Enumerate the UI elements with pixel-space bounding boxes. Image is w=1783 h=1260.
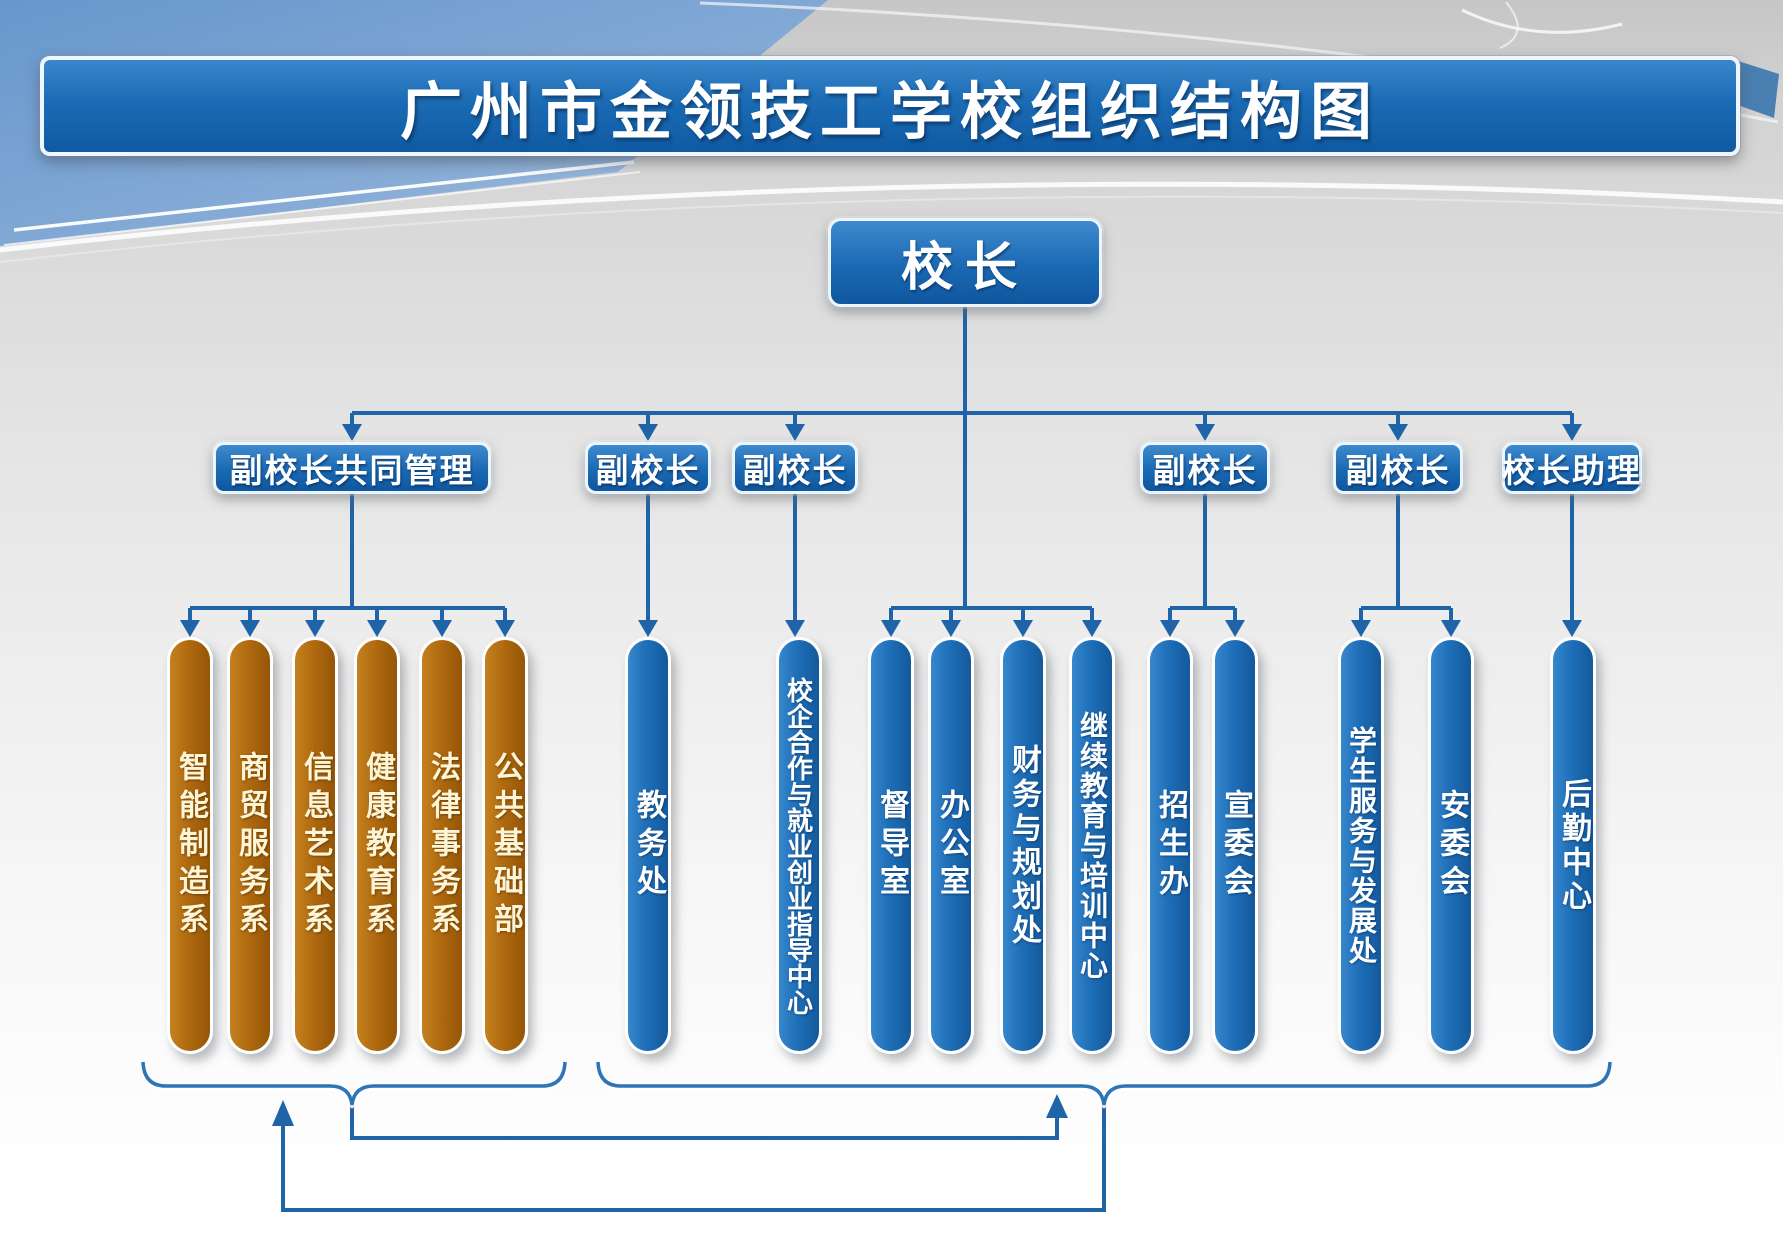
department-bar-admin: 宣委会 — [1212, 637, 1258, 1054]
department-label: 教务处 — [632, 788, 665, 903]
department-bar-admin: 招生办 — [1147, 637, 1193, 1054]
department-label: 商贸服务系 — [234, 750, 267, 941]
department-bar-academic: 法律事务系 — [419, 637, 465, 1054]
department-bar-admin: 校企合作与就业创业指导中心 — [776, 637, 822, 1054]
page-title: 广州市金领技工学校组织结构图 — [399, 78, 1380, 147]
manager-box-principal-assistant: 校长助理 — [1502, 442, 1642, 494]
department-label: 督导室 — [875, 788, 908, 903]
department-label: 智能制造系 — [174, 750, 207, 941]
manager-label: 副校长 — [742, 452, 848, 489]
manager-label: 副校长共同管理 — [229, 452, 475, 489]
department-label: 财务与规划处 — [1007, 743, 1040, 948]
manager-label: 校长助理 — [1502, 452, 1642, 489]
department-label: 办公室 — [935, 788, 968, 903]
department-label: 健康教育系 — [361, 750, 394, 941]
department-label: 信息艺术系 — [299, 750, 332, 941]
department-bar-academic: 信息艺术系 — [292, 637, 338, 1054]
manager-box-vice-principal-3: 副校长 — [1140, 442, 1270, 494]
principal-label: 校长 — [900, 239, 1029, 297]
department-label: 继续教育与培训中心 — [1077, 710, 1108, 981]
department-bar-admin: 财务与规划处 — [1000, 637, 1046, 1054]
department-bar-academic: 健康教育系 — [354, 637, 400, 1054]
department-bar-academic: 智能制造系 — [167, 637, 213, 1054]
department-bar-admin: 教务处 — [625, 637, 671, 1054]
department-bar-admin: 学生服务与发展处 — [1338, 637, 1384, 1054]
principal-box: 校长 — [828, 218, 1102, 307]
manager-box-joint-vice-principals: 副校长共同管理 — [213, 442, 491, 494]
manager-box-vice-principal-4: 副校长 — [1333, 442, 1463, 494]
department-bar-academic: 公共基础部 — [482, 637, 528, 1054]
banner-ribbon — [1735, 60, 1779, 118]
department-bar-admin: 后勤中心 — [1550, 637, 1596, 1054]
department-label: 安委会 — [1435, 788, 1468, 903]
group-braces — [141, 1061, 1612, 1106]
arrowheads — [180, 424, 1582, 1126]
manager-label: 副校长 — [1345, 452, 1451, 489]
department-label: 公共基础部 — [489, 750, 522, 941]
department-bar-academic: 商贸服务系 — [227, 637, 273, 1054]
department-bar-admin: 办公室 — [928, 637, 974, 1054]
title-banner: 广州市金领技工学校组织结构图 — [40, 56, 1740, 156]
department-label: 学生服务与发展处 — [1346, 725, 1377, 966]
department-bar-admin: 督导室 — [868, 637, 914, 1054]
department-label: 法律事务系 — [426, 750, 459, 941]
department-bar-admin: 安委会 — [1428, 637, 1474, 1054]
department-label: 宣委会 — [1219, 788, 1252, 903]
department-label: 校企合作与就业创业指导中心 — [783, 676, 814, 1015]
manager-box-vice-principal-1: 副校长 — [585, 442, 711, 494]
manager-label: 副校长 — [1152, 452, 1258, 489]
manager-box-vice-principal-2: 副校长 — [732, 442, 858, 494]
department-label: 后勤中心 — [1557, 777, 1590, 914]
department-label: 招生办 — [1154, 788, 1187, 903]
department-bar-admin: 继续教育与培训中心 — [1069, 637, 1115, 1054]
manager-label: 副校长 — [595, 452, 701, 489]
